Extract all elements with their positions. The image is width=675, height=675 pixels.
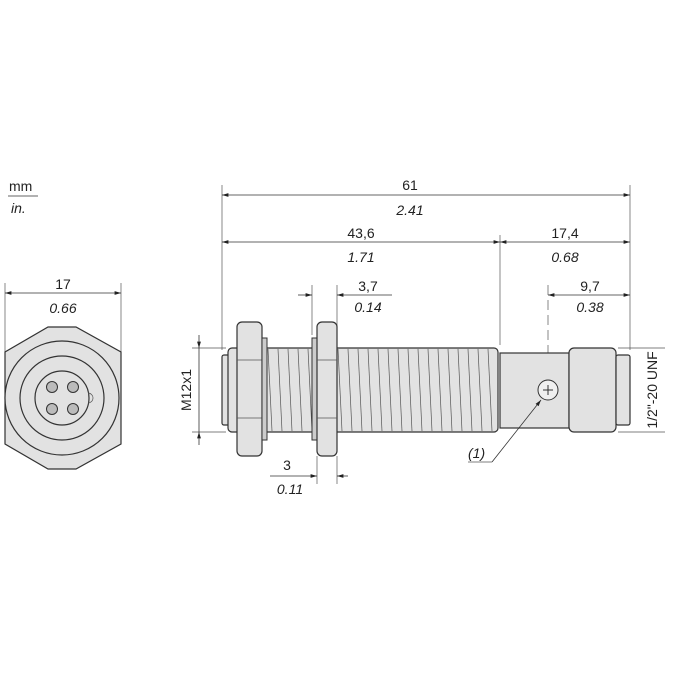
dim-connector-in: 0.68 <box>551 249 578 265</box>
toothed-washer <box>311 337 318 441</box>
toothed-washer <box>261 337 268 441</box>
thread-line <box>287 348 293 432</box>
connector-end <box>615 354 631 426</box>
connector-pin <box>46 381 58 393</box>
thread-line <box>437 348 443 432</box>
led-housing <box>499 352 570 429</box>
dim-total-mm: 61 <box>402 177 418 193</box>
dim-nut-thick-in: 0.11 <box>277 481 303 497</box>
thread-line <box>367 348 373 432</box>
connector-body <box>568 347 617 433</box>
thread-line <box>297 348 303 432</box>
thread-line <box>377 348 383 432</box>
sensor-body <box>221 321 631 457</box>
rear-nut <box>316 321 338 457</box>
connector-pin <box>46 403 58 415</box>
threaded-barrel <box>227 347 499 433</box>
thread-label: M12x1 <box>178 369 194 411</box>
dim-nut-in: 0.14 <box>354 299 381 315</box>
units-legend: mm in. <box>8 178 38 216</box>
key-notch <box>87 392 94 404</box>
dim-total-in: 2.41 <box>395 202 423 218</box>
dim-thread-in: 1.71 <box>347 249 374 265</box>
dim-connector-mm: 17,4 <box>551 225 578 241</box>
thread-line <box>477 348 483 432</box>
callout-led: (1) <box>468 399 542 463</box>
thread-line <box>427 348 433 432</box>
thread-line <box>347 348 353 432</box>
thread-line <box>407 348 413 432</box>
thread-line <box>387 348 393 432</box>
thread-line <box>417 348 423 432</box>
thread-line <box>467 348 473 432</box>
side-dimensions: 61 2.41 43,6 1.71 17,4 0.68 3,7 0.14 9,7… <box>178 177 665 497</box>
front-nut <box>236 321 263 457</box>
thread-line <box>267 348 273 432</box>
dim-led-mm: 9,7 <box>580 278 600 294</box>
connector-thread-label: 1/2"-20 UNF <box>644 351 660 428</box>
unit-mm: mm <box>9 178 32 194</box>
front-width-in: 0.66 <box>49 300 76 316</box>
thread-line <box>487 348 493 432</box>
thread-line <box>457 348 463 432</box>
connector-pin <box>67 403 79 415</box>
dim-led-in: 0.38 <box>576 299 603 315</box>
callout-label: (1) <box>468 445 485 461</box>
dim-nut-thick-mm: 3 <box>283 457 291 473</box>
thread-line <box>277 348 283 432</box>
front-view: 17 0.66 <box>4 276 122 470</box>
thread-line <box>337 348 343 432</box>
thread-line <box>307 348 313 432</box>
connector-pin <box>67 381 79 393</box>
dim-nut-mm: 3,7 <box>358 278 378 294</box>
thread-line <box>357 348 363 432</box>
thread-line <box>447 348 453 432</box>
dim-thread-mm: 43,6 <box>347 225 374 241</box>
thread-line <box>397 348 403 432</box>
unit-in: in. <box>11 200 26 216</box>
front-width-mm: 17 <box>55 276 71 292</box>
